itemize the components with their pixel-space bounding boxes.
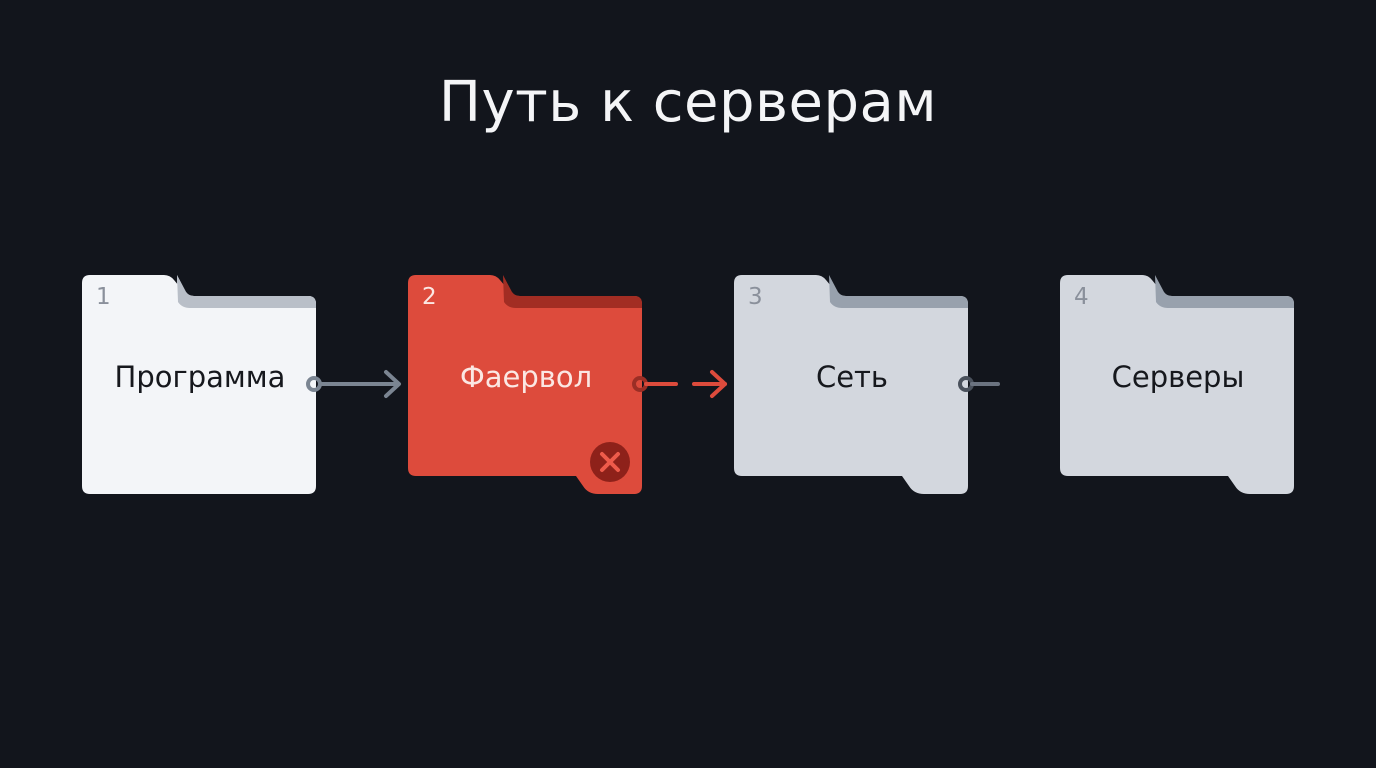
diagram-title: Путь к серверам	[438, 70, 938, 135]
step-number: 2	[422, 284, 437, 310]
arrow-connector-2-3	[632, 370, 727, 398]
step-label: Программа	[114, 360, 286, 394]
folder-step-2: 2 Фаервол	[408, 272, 644, 494]
folder-step-4: 4 Серверы	[1060, 272, 1296, 494]
step-number: 1	[96, 284, 111, 310]
close-circle-icon	[590, 442, 630, 482]
line-connector-3-4	[958, 376, 1000, 392]
folder-step-1: 1 Программа	[82, 272, 318, 494]
folder-step-3: 3 Сеть	[734, 272, 970, 494]
step-label: Фаервол	[459, 360, 593, 394]
arrow-connector-1-2	[306, 370, 401, 398]
folder-icon	[1060, 275, 1294, 494]
folder-icon	[82, 275, 316, 494]
step-label: Сеть	[815, 360, 889, 394]
step-number: 4	[1074, 284, 1089, 310]
folder-icon	[408, 275, 642, 494]
step-label: Серверы	[1111, 360, 1245, 394]
step-number: 3	[748, 284, 763, 310]
folder-icon	[734, 275, 968, 494]
